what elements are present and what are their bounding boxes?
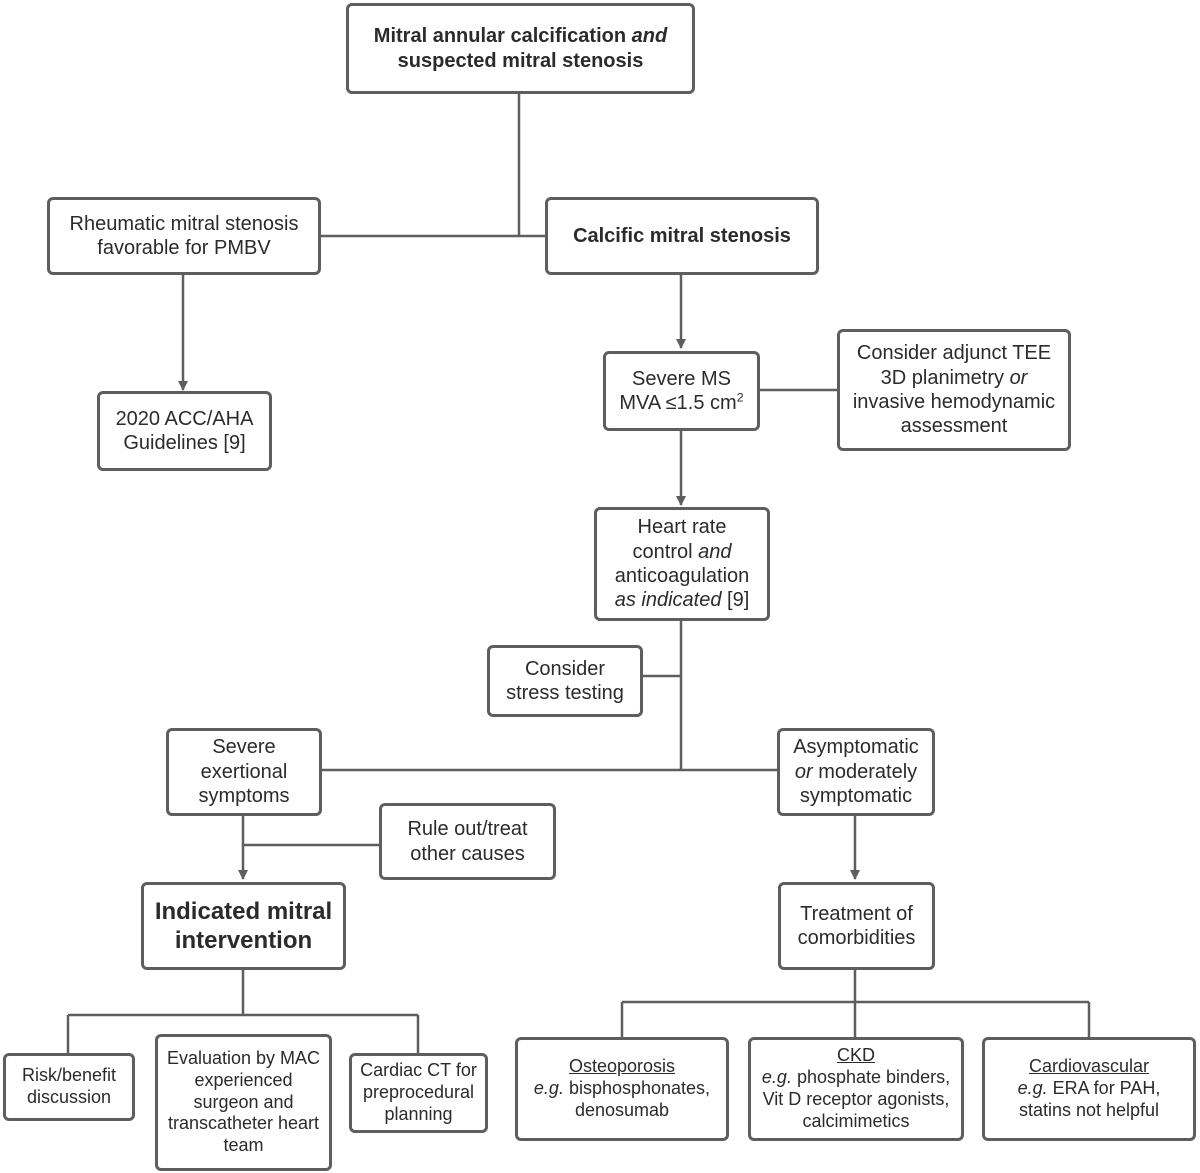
mac-line1: Mitral annular calcification [373,25,632,48]
guidelines-line2: Guidelines [9] [123,432,246,454]
asym-line2-italic: or [794,760,813,783]
stress-line2: stress testing [506,682,624,704]
indicated-line1: Indicated mitral [154,897,333,925]
heart-rate-control-box: Heart rate control and anticoagulation a… [594,507,770,621]
asym-line2: moderately [812,760,918,783]
osteoporosis-eg: e.g. [533,1078,564,1099]
rule-out-box: Rule out/treat other causes [379,803,556,880]
risk-line1: Risk/benefit [21,1065,117,1086]
hr-line2: control [632,540,699,563]
ckd-eg: e.g. [761,1067,792,1088]
tee-line4: assessment [900,415,1008,438]
tee-line3: invasive hemodynamic [852,391,1056,413]
rheumatic-line1: Rheumatic mitral stenosis [69,212,299,235]
cardiovascular-box: Cardiovascular e.g. ERA for PAH, statins… [982,1037,1196,1141]
osteoporosis-box: Osteoporosis e.g. bisphosphonates, denos… [515,1037,729,1141]
cardiovascular-line3: statins not helpful [1018,1099,1160,1120]
indicated-line2: intervention [174,927,313,954]
ct-line1: Cardiac CT for [360,1060,477,1081]
osteoporosis-title: Osteoporosis [568,1056,676,1077]
risk-line2: discussion [26,1087,112,1107]
treatment-comorbidities-box: Treatment of comorbidities [778,882,935,970]
osteoporosis-line2: bisphosphonates, [563,1078,711,1099]
stress-line1: Consider [524,657,606,680]
treatment-line2: comorbidities [797,927,916,949]
stress-testing-box: Consider stress testing [487,645,643,717]
evaluation-line1: Evaluation by MAC [166,1047,321,1068]
calcific-ms-box: Calcific mitral stenosis [545,197,819,275]
ckd-line3: Vit D receptor agonists, [762,1089,950,1109]
evaluation-line4: transcatheter heart [167,1113,320,1134]
risk-benefit-box: Risk/benefit discussion [3,1053,135,1121]
rule-out-line2: other causes [410,842,525,865]
cardiovascular-eg: e.g. [1017,1078,1048,1099]
tee-line2: 3D planimetry [880,366,1010,389]
rheumatic-ms-box: Rheumatic mitral stenosis favorable for … [47,197,321,275]
severe-ex-line1: Severe [212,736,276,759]
guidelines-line1: 2020 ACC/AHA [115,407,254,430]
evaluation-line2: experienced [194,1069,293,1090]
hr-line4-italic: as indicated [614,589,722,612]
tee-box: Consider adjunct TEE 3D planimetry or in… [837,329,1071,451]
treatment-line1: Treatment of [800,902,913,925]
evaluation-box: Evaluation by MAC experienced surgeon an… [155,1034,332,1171]
indicated-intervention-box: Indicated mitral intervention [141,882,346,970]
hr-line3: anticoagulation [614,565,750,587]
severe-ms-box: Severe MS MVA ≤1.5 cm2 [603,351,760,431]
calcific-line1: Calcific mitral stenosis [573,224,791,247]
severe-ms-line1: Severe MS [632,367,731,390]
ckd-line2: phosphate binders, [791,1067,951,1088]
cardiac-ct-box: Cardiac CT for preprocedural planning [349,1053,488,1133]
rheumatic-line2: favorable for PMBV [97,237,271,259]
evaluation-line5: team [223,1135,264,1156]
asym-line1: Asymptomatic [793,736,919,759]
mac-line2: suspected mitral stenosis [397,49,644,72]
ct-line2: preprocedural [362,1082,475,1103]
hr-line4: [9] [721,589,750,612]
mac-line1-italic: and [631,25,668,48]
ct-line3: planning [384,1103,453,1124]
osteoporosis-line3: denosumab [574,1099,670,1120]
evaluation-line3: surgeon and [193,1091,294,1112]
asym-line3: symptomatic [799,785,913,808]
tee-line2-italic: or [1009,366,1028,389]
rule-out-line1: Rule out/treat [407,818,528,841]
cardiovascular-title: Cardiovascular [1028,1056,1150,1077]
cardiovascular-line2: ERA for PAH, [1047,1078,1161,1099]
tee-line1: Consider adjunct TEE [856,342,1052,365]
asymptomatic-box: Asymptomatic or moderately symptomatic [777,728,935,816]
hr-line1: Heart rate [637,516,727,539]
severe-ex-line2: exertional [200,760,288,783]
severe-ms-superscript: 2 [736,390,744,405]
ckd-line4: calcimimetics [802,1110,910,1131]
hr-line2-italic: and [698,540,732,563]
ckd-box: CKD e.g. phosphate binders, Vit D recept… [748,1037,964,1141]
severe-ex-line3: symptoms [198,785,290,808]
ckd-title: CKD [836,1045,875,1066]
mitral-annular-calcification-box: Mitral annular calcification and suspect… [346,3,695,94]
guidelines-box: 2020 ACC/AHA Guidelines [9] [97,391,272,471]
severe-exertional-box: Severe exertional symptoms [166,728,322,816]
severe-ms-line2: MVA ≤1.5 cm [619,392,737,414]
